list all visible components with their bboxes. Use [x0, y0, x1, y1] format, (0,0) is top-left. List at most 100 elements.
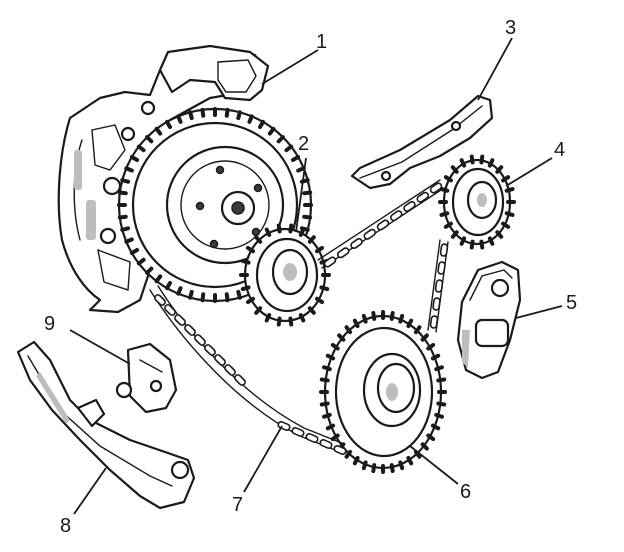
leader-1: [261, 49, 319, 85]
actuator-sprocket-tooth: [267, 126, 276, 136]
exhaust-cam-sprocket-tooth: [487, 236, 495, 246]
actuator-sprocket-tooth: [296, 166, 306, 173]
leader-4: [505, 157, 553, 187]
callout-5: 5: [566, 292, 577, 314]
chain-link: [184, 324, 196, 336]
exhaust-cam-sprocket-tooth: [495, 165, 504, 174]
crankshaft-sprocket-tooth: [420, 333, 429, 342]
actuator-sprocket-tooth: [145, 266, 154, 275]
exhaust-cam-sprocket-tooth: [459, 158, 467, 168]
callout-2: 2: [298, 133, 309, 155]
crankshaft-sprocket-tooth: [330, 433, 340, 442]
crankshaft-sprocket-tooth: [413, 325, 422, 335]
leader-9: [69, 329, 131, 365]
crankshaft-sprocket-tooth: [337, 333, 346, 342]
chain-link: [429, 182, 443, 194]
actuator-sprocket-tooth: [290, 155, 301, 162]
callout-7: 7: [232, 494, 243, 516]
guide-bracket: [115, 342, 178, 414]
chain-link: [363, 228, 377, 240]
chain-link: [336, 247, 350, 259]
crankshaft-sprocket-tooth: [430, 423, 441, 431]
crankshaft-sprocket-tooth: [398, 313, 405, 324]
actuator-sprocket-tooth: [136, 257, 146, 266]
leader-lines: [69, 37, 563, 515]
chain-link: [429, 315, 439, 329]
idler-sprocket-tooth: [240, 258, 251, 265]
exhaust-cam-sprocket-tooth: [443, 221, 453, 229]
crankshaft-sprocket-tooth: [426, 342, 436, 351]
exhaust-cam-sprocket-tooth: [487, 158, 495, 168]
chain-link: [291, 427, 305, 437]
chain-link: [403, 200, 416, 213]
idler-sprocket-tooth: [276, 223, 282, 234]
leader-8: [73, 467, 107, 515]
crankshaft-sprocket-tooth: [406, 318, 414, 329]
callout-labels: 1 2 3 4 5 6 7 8 9: [44, 17, 577, 537]
chain-link: [194, 334, 206, 346]
exhaust-cam-sprocket-tooth: [504, 211, 515, 217]
actuator-sprocket-tooth: [136, 144, 146, 153]
crankshaft-sprocket-tooth: [406, 455, 414, 466]
chain-link: [164, 304, 176, 316]
idler-sprocket-tooth: [288, 223, 294, 234]
exhaust-cam-sprocket-tooth: [469, 154, 475, 165]
leader-6: [409, 445, 459, 485]
crankshaft-sprocket-tooth: [371, 463, 377, 474]
crankshaft-sprocket-tooth: [352, 455, 360, 466]
idler-sprocket-tooth: [288, 316, 294, 327]
actuator-sprocket-tooth: [124, 237, 134, 244]
actuator-sprocket-tooth: [120, 226, 131, 232]
actuator-sprocket-tooth: [247, 114, 254, 124]
exhaust-cam-sprocket-tooth: [450, 230, 459, 239]
actuator-sprocket-tooth: [154, 274, 163, 284]
idler-sprocket-tooth: [264, 313, 272, 323]
actuator-sprocket-tooth: [124, 166, 134, 173]
leader-2: [295, 157, 307, 233]
exhaust-cam-sprocket-tooth: [504, 187, 515, 193]
actuator-sprocket-tooth: [165, 280, 172, 291]
actuator-sprocket-tooth: [117, 214, 128, 220]
chain-link: [234, 374, 246, 386]
chain-link: [376, 219, 390, 231]
crankshaft-sprocket-tooth: [344, 449, 353, 459]
callout-6: 6: [460, 481, 471, 503]
chain-tensioner: [456, 260, 522, 380]
actuator-sprocket-tooth: [120, 178, 131, 184]
crankshaft-sprocket-tooth: [330, 342, 340, 351]
callout-8: 8: [60, 515, 71, 537]
actuator-sprocket-tooth: [258, 119, 265, 130]
timing-chain: [149, 179, 449, 455]
idler-sprocket-tooth: [264, 227, 272, 237]
crankshaft-sprocket-tooth: [352, 318, 360, 329]
chain-link: [389, 210, 403, 222]
callout-9: 9: [44, 313, 55, 335]
actuator-sprocket-tooth: [200, 107, 206, 118]
actuator-sprocket-tooth: [284, 144, 294, 153]
actuator-sprocket-tooth: [145, 135, 154, 144]
idler-sprocket-tooth: [314, 245, 325, 254]
leader-5: [515, 305, 563, 319]
leader-3: [477, 37, 513, 101]
callout-3: 3: [505, 17, 516, 39]
crankshaft-sprocket-tooth: [389, 310, 395, 321]
exhaust-cam-sprocket-tooth: [479, 239, 485, 250]
crankshaft-sprocket-tooth: [413, 449, 422, 459]
exhaust-cam-sprocket-tooth: [501, 175, 511, 183]
actuator-sprocket-tooth: [117, 190, 128, 196]
chain-link: [319, 439, 333, 449]
chain-link: [434, 279, 444, 293]
chain-link: [439, 243, 449, 257]
chain-link: [204, 344, 216, 356]
chain-link: [437, 261, 446, 275]
camshaft-actuator-housing: [57, 44, 270, 314]
crankshaft-sprocket-tooth: [420, 442, 429, 451]
chain-link: [224, 364, 236, 376]
chain-link: [305, 433, 319, 443]
leader-7: [243, 425, 283, 493]
crankshaft-sprocket-tooth: [430, 353, 441, 361]
crankshaft-sprocket-tooth: [434, 412, 444, 419]
idler-sprocket-tooth: [240, 285, 251, 292]
crankshaft-sprocket: [319, 310, 447, 474]
